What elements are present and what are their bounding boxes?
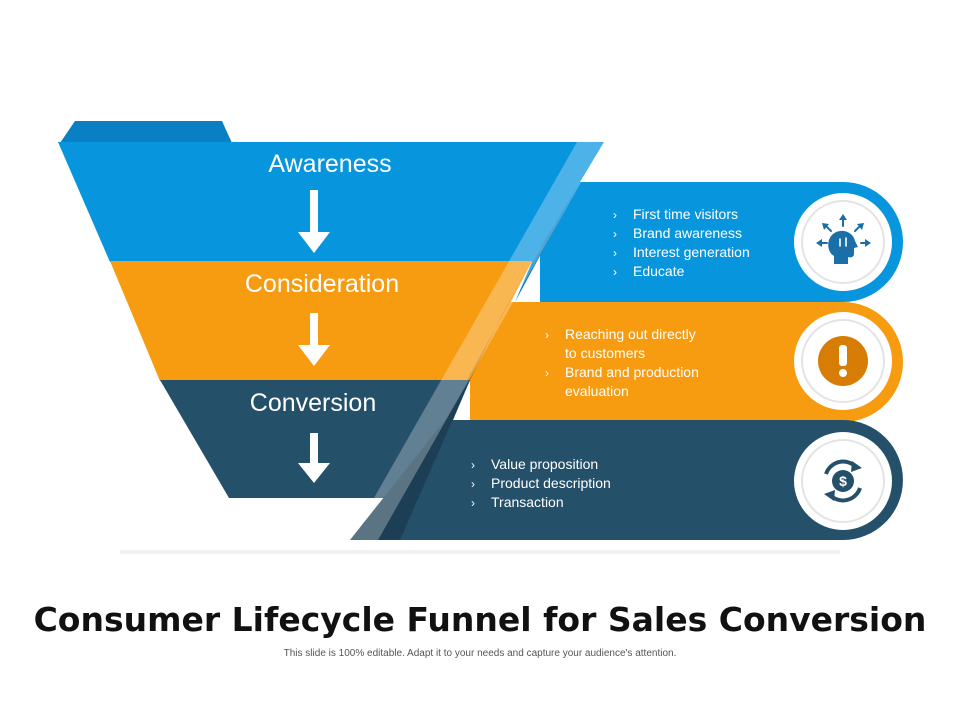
slide-title: Consumer Lifecycle Funnel for Sales Conv… — [33, 600, 927, 639]
bullet-item: First time visitors — [633, 206, 738, 222]
bullet-item: Reaching out directly — [565, 326, 696, 342]
stage-label-consideration: Consideration — [245, 270, 399, 298]
chevron-right-icon: › — [545, 366, 549, 380]
bar-conversion — [400, 420, 903, 540]
bullet-item: Educate — [633, 263, 685, 279]
bullets-conversion: › Value proposition › Product descriptio… — [471, 456, 611, 510]
stage-label-awareness: Awareness — [268, 150, 391, 178]
funnel-conversion-fold — [350, 380, 470, 540]
bar-consideration — [470, 302, 903, 422]
svg-text:$: $ — [839, 473, 847, 489]
bullet-item: Value proposition — [491, 456, 598, 472]
down-arrow-icon — [298, 190, 330, 253]
down-arrow-icon — [298, 433, 330, 483]
chevron-right-icon: › — [613, 227, 617, 241]
bullet-item: Interest generation — [633, 244, 750, 260]
dollar-cycle-icon: $ — [824, 459, 862, 503]
baseline-shadow — [120, 550, 840, 554]
bullets-awareness: › First time visitors › Brand awareness … — [613, 206, 750, 279]
funnel-consideration — [110, 261, 532, 381]
icon-badge-awareness — [794, 193, 892, 291]
stage-label-conversion: Conversion — [250, 389, 376, 417]
bullet-item: Brand awareness — [633, 225, 742, 241]
exclamation-icon — [818, 336, 868, 386]
down-arrow-icon — [298, 313, 330, 366]
chevron-right-icon: › — [471, 496, 475, 510]
chevron-right-icon: › — [613, 246, 617, 260]
icon-badge-consideration — [794, 312, 892, 410]
chevron-right-icon: › — [471, 477, 475, 491]
bullet-item: Brand and production — [565, 364, 699, 380]
bullet-item: Product description — [491, 475, 611, 491]
chevron-right-icon: › — [545, 328, 549, 342]
bullet-item: evaluation — [565, 383, 629, 399]
diagonal-highlight — [350, 142, 604, 540]
bullets-consideration: › Reaching out directly to customers › B… — [545, 326, 699, 399]
chevron-right-icon: › — [613, 208, 617, 222]
head-arrows-icon — [816, 214, 871, 264]
icon-badge-conversion: $ — [794, 432, 892, 530]
funnel-awareness-top — [60, 121, 232, 143]
funnel-awareness — [58, 142, 604, 262]
chevron-right-icon: › — [471, 458, 475, 472]
bullet-item: to customers — [565, 345, 645, 361]
chevron-right-icon: › — [613, 265, 617, 279]
slide-subtitle: This slide is 100% editable. Adapt it to… — [283, 648, 677, 659]
bullet-item: Transaction — [491, 494, 564, 510]
